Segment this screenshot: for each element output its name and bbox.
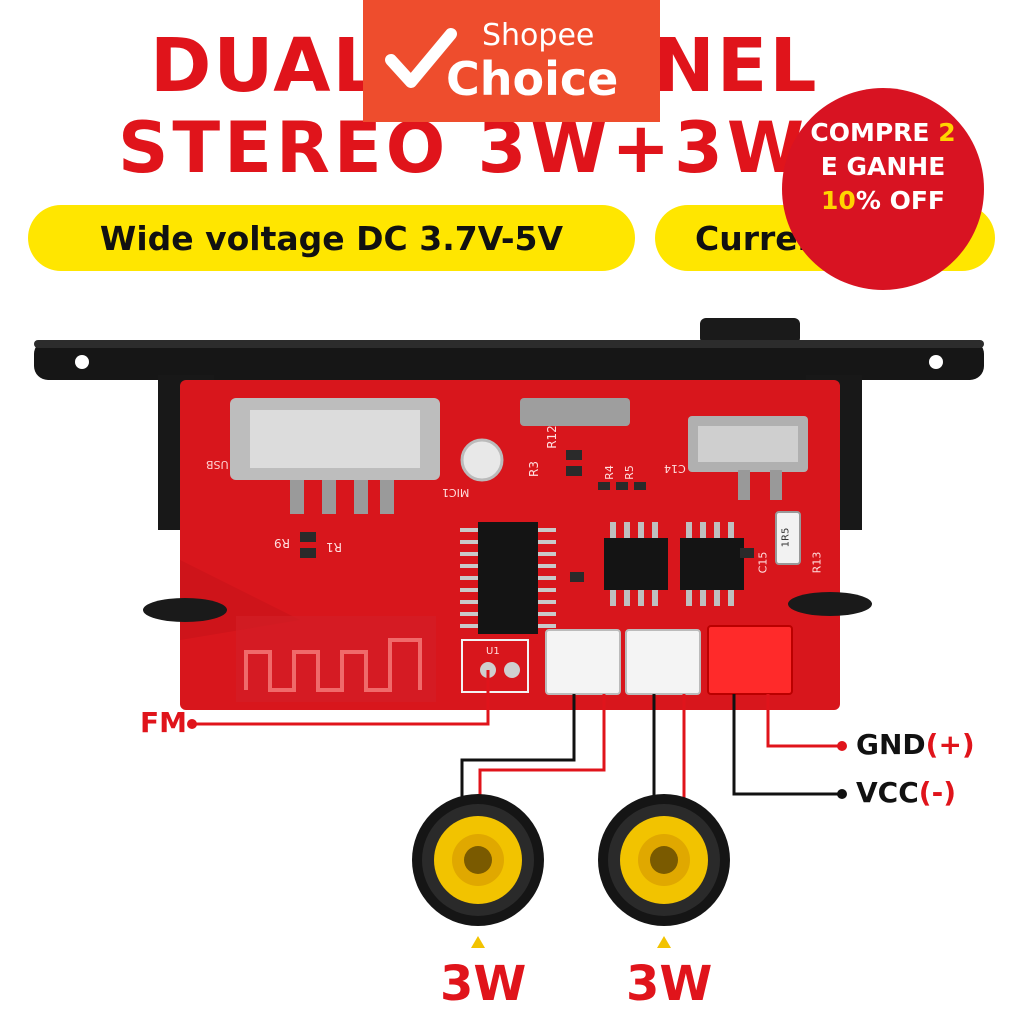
silkscreen-c15: C15 [756, 551, 770, 574]
power-connector [707, 625, 793, 695]
promo-line2: E GANHE [820, 152, 946, 181]
shopee-choice-badge [363, 0, 660, 122]
choice-label: Choice [446, 52, 619, 106]
amplifier-chip-right [680, 538, 744, 590]
gnd-sign: (+) [925, 728, 975, 761]
silkscreen-usb: USB [206, 458, 229, 471]
fm-label: FM [140, 706, 187, 739]
promo-badge: COMPRE 2 E GANHE 10% OFF [782, 88, 984, 290]
vcc-sign: (-) [918, 776, 956, 809]
silkscreen-c14: C14 [664, 462, 686, 475]
silkscreen-r4: R4 [602, 465, 616, 480]
switch-knob [700, 318, 800, 344]
triangle-icon [657, 936, 671, 948]
speaker-left [412, 794, 544, 926]
speaker-connector-right [625, 629, 701, 695]
vcc-label: VCC [856, 776, 919, 809]
speaker-left-watt: 3W [440, 956, 527, 1012]
microphone [460, 438, 504, 482]
silkscreen-1r5: 1R5 [780, 527, 792, 548]
headline-line-2: STEREO 3W+3W [118, 107, 809, 189]
front-panel [34, 340, 984, 380]
amplifier-chip-left [604, 538, 668, 590]
silkscreen-r9: R9 [274, 536, 290, 550]
speaker-right-watt: 3W [626, 956, 713, 1012]
antenna-trace [244, 638, 422, 692]
promo-line1-text: COMPRE [810, 118, 939, 147]
speaker-right [598, 794, 730, 926]
shopee-label: Shopee [482, 18, 595, 53]
promo-percent: 10 [821, 186, 856, 215]
silkscreen-r3: R3 [526, 461, 541, 477]
voltage-pill: Wide voltage DC 3.7V-5V [28, 205, 635, 271]
gnd-label: GND [856, 728, 926, 761]
silkscreen-r5: R5 [622, 465, 636, 480]
checkmark-icon [385, 28, 457, 88]
silkscreen-u1: U1 [486, 646, 500, 657]
promo-off-text: % OFF [855, 186, 945, 215]
silkscreen-r13: R13 [810, 551, 824, 574]
silkscreen-mic1: MIC1 [442, 486, 470, 499]
main-chip [478, 522, 538, 634]
silkscreen-r1: R1 [326, 540, 342, 554]
speaker-connector-left [545, 629, 621, 695]
silkscreen-r12: R12 [544, 425, 559, 449]
triangle-icon [471, 936, 485, 948]
promo-quantity: 2 [938, 118, 956, 147]
